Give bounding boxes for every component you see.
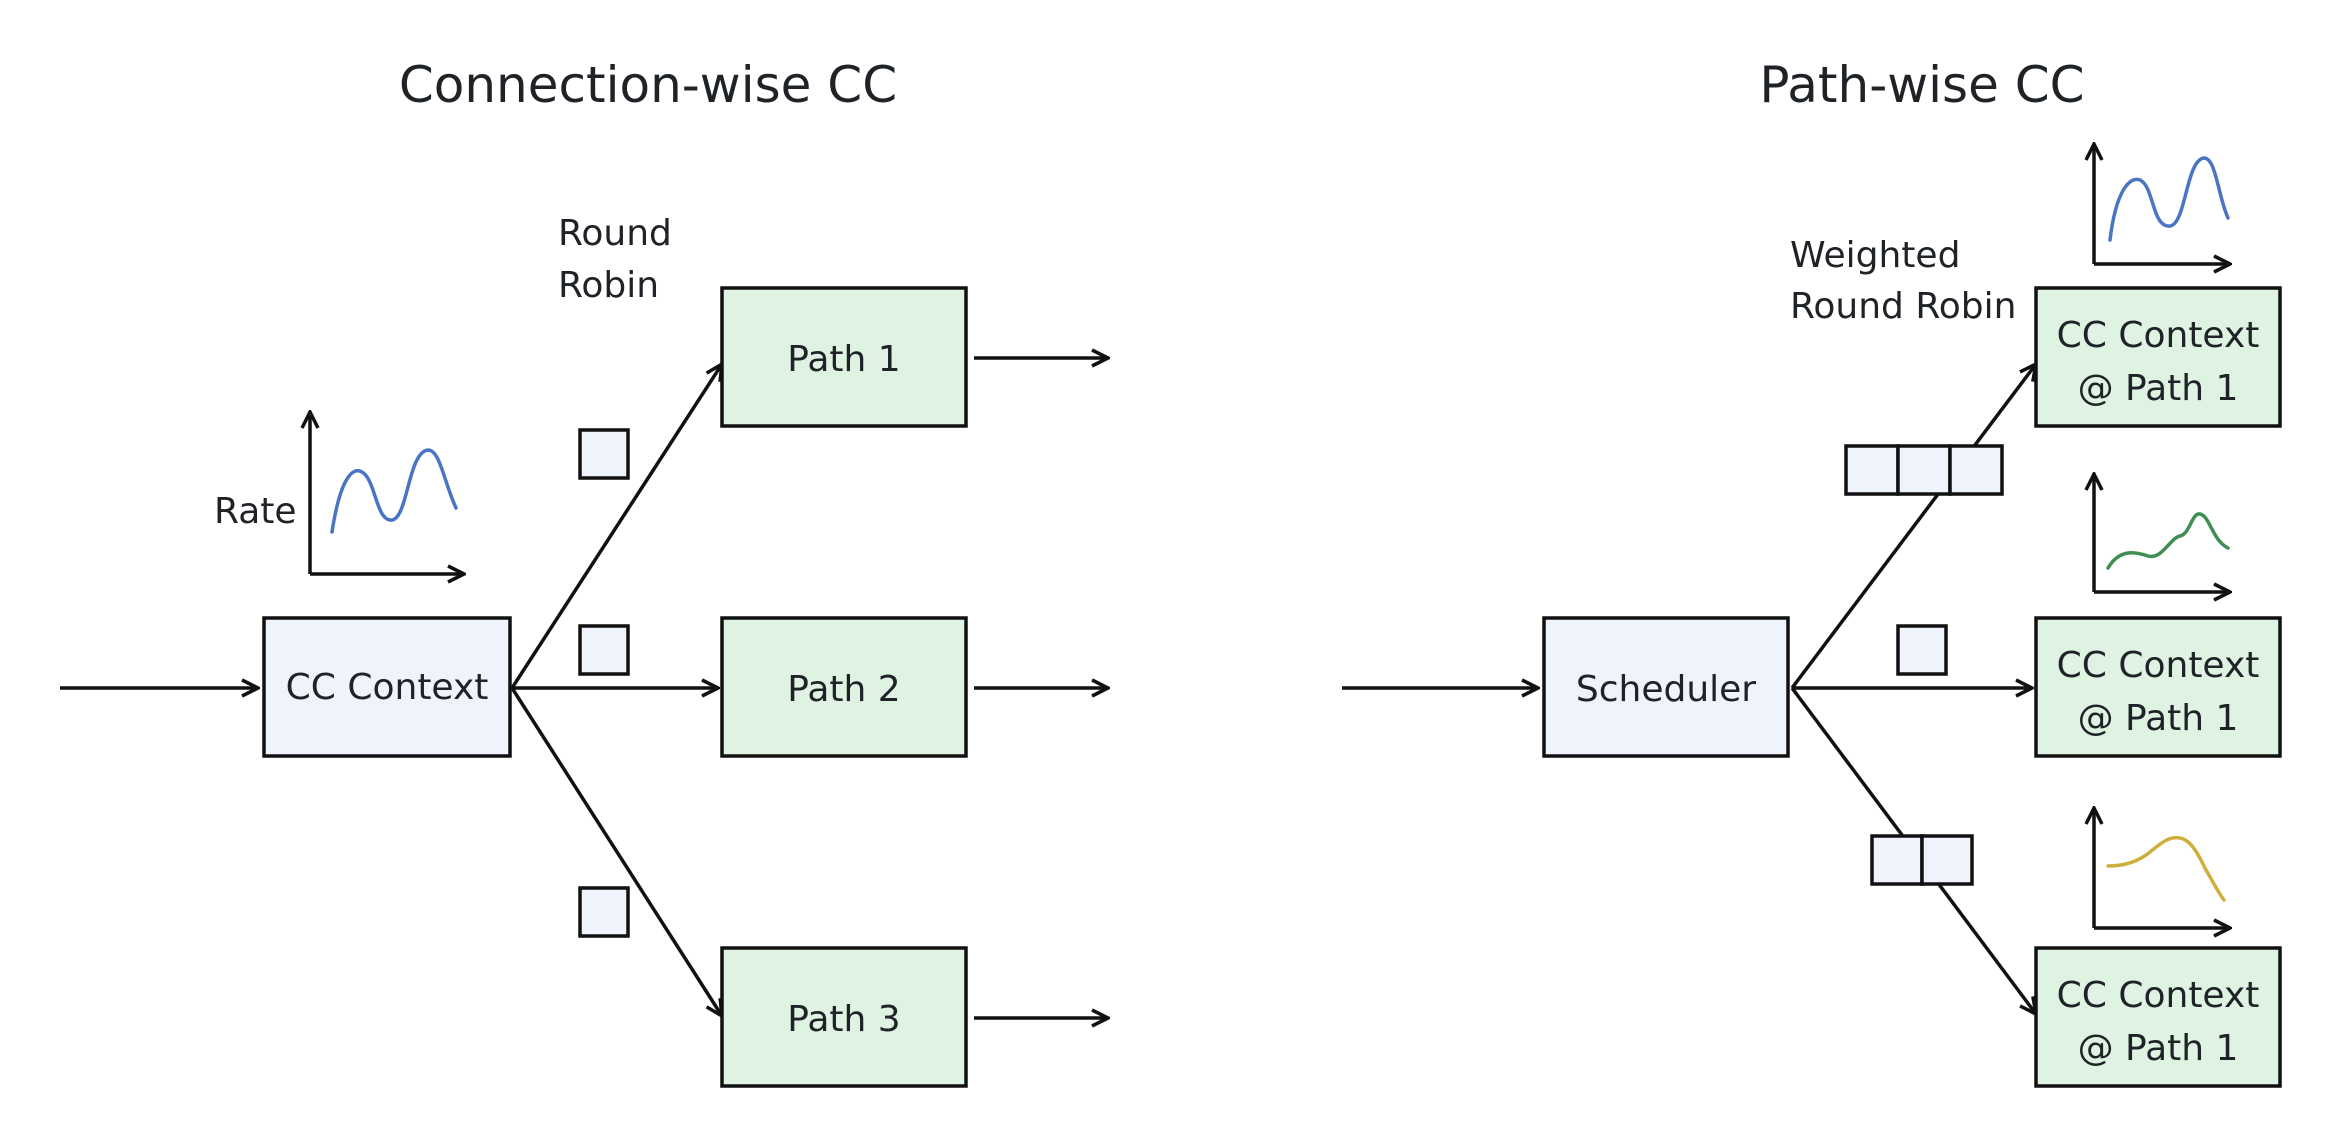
- path-2-label: Path 2: [787, 669, 900, 710]
- queue-1-packet: [1896, 444, 1952, 496]
- context-3-box: CC Context @ Path 1: [2034, 946, 2282, 1088]
- packet-path-2: [578, 624, 630, 676]
- cc-context-rect: [262, 616, 512, 758]
- packet-queue-3: [1870, 834, 1974, 886]
- weighted-rr-label-line1: Weighted: [1790, 235, 1960, 276]
- context-1-label-line2: @ Path 1: [2078, 368, 2239, 409]
- cc-context-box: CC Context: [262, 616, 512, 758]
- path-3-box: Path 3: [720, 946, 968, 1088]
- line-to-context-1: [1790, 364, 2036, 690]
- path-wise-panel: Path-wise CC Weighted Round Robin Schedu…: [1342, 56, 2282, 1088]
- rate-curve: [330, 448, 458, 534]
- packet-path-1: [578, 428, 630, 480]
- connection-wise-title: Connection-wise CC: [399, 56, 897, 114]
- scheduler-label: Scheduler: [1576, 669, 1756, 710]
- path-3-label: Path 3: [787, 999, 900, 1040]
- scheduler-rect: [1542, 616, 1790, 758]
- rate-label: Rate: [214, 491, 297, 532]
- context-1-label-line1: CC Context: [2057, 315, 2260, 356]
- packet-path-3: [578, 886, 630, 938]
- queue-1-packet: [1948, 444, 2004, 496]
- queue-2-packet: [1896, 624, 1948, 676]
- context-3-rect: [2034, 946, 2282, 1088]
- cc-context-label: CC Context: [286, 667, 489, 708]
- line-to-path-1: [510, 364, 722, 689]
- path-wise-title: Path-wise CC: [1759, 56, 2084, 114]
- rate-chart: [310, 412, 464, 574]
- context-3-rate-curve: [2106, 835, 2226, 902]
- context-2-label-line1: CC Context: [2057, 645, 2260, 686]
- path-3-rect: [720, 946, 968, 1088]
- path-1-rect: [720, 286, 968, 428]
- queue-1-packet: [1844, 444, 1900, 496]
- connection-wise-panel: Connection-wise CC Round Robin Rate CC C…: [60, 56, 1108, 1088]
- queue-3-packet: [1870, 834, 1924, 886]
- context-1-rate-chart: [2094, 144, 2230, 264]
- context-2-box: CC Context @ Path 1: [2034, 616, 2282, 758]
- scheduler-box: Scheduler: [1542, 616, 1790, 758]
- packet-queue-1: [1844, 444, 2004, 496]
- line-to-path-3: [510, 687, 722, 1016]
- queue-3-packet: [1920, 834, 1974, 886]
- context-3-label-line1: CC Context: [2057, 975, 2260, 1016]
- context-3-label-line2: @ Path 1: [2078, 1028, 2239, 1069]
- context-2-rate-chart: [2094, 474, 2230, 592]
- context-3-rate-chart: [2094, 808, 2230, 928]
- path-1-box: Path 1: [720, 286, 968, 428]
- path-2-box: Path 2: [720, 616, 968, 758]
- context-1-box: CC Context @ Path 1: [2034, 286, 2282, 428]
- round-robin-label-line1: Round: [558, 213, 672, 254]
- context-2-rect: [2034, 616, 2282, 758]
- path-2-rect: [720, 616, 968, 758]
- context-1-rate-curve: [2108, 156, 2230, 242]
- path-1-label: Path 1: [787, 339, 900, 380]
- context-2-rate-curve: [2106, 512, 2230, 570]
- context-1-rect: [2034, 286, 2282, 428]
- weighted-rr-label-line2: Round Robin: [1790, 286, 2016, 327]
- context-2-label-line2: @ Path 1: [2078, 698, 2239, 739]
- round-robin-label-line2: Robin: [558, 265, 659, 306]
